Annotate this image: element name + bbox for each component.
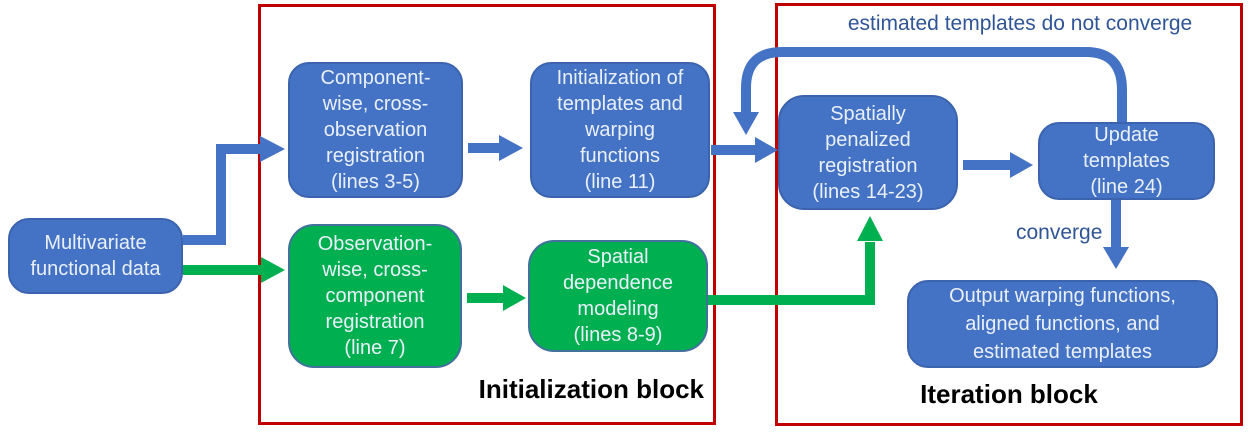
arrowhead-spatial-dependence-to-spatially-penalized bbox=[857, 216, 883, 241]
node-label: Spatially penalized registration (lines … bbox=[812, 102, 924, 203]
arrow-spatial-dependence-to-spatially-penalized bbox=[708, 242, 875, 305]
arrowhead-feedback-loop bbox=[733, 112, 759, 135]
arrowhead-init-templates-to-spatially-penalized bbox=[755, 137, 778, 163]
iteration-block-frame bbox=[775, 3, 1243, 426]
arrow-feedback-loop bbox=[741, 47, 1127, 122]
arrowhead-converge-down bbox=[1103, 247, 1129, 269]
node-label: Observation- wise, cross- component regi… bbox=[317, 233, 433, 359]
arrowhead-multivariate-to-componentwise bbox=[260, 136, 285, 162]
arrowhead-spatially-penalized-to-update bbox=[1010, 152, 1033, 178]
node-label: Spatial dependence modeling (lines 8-9) bbox=[562, 246, 674, 346]
node-spatial-dependence-modeling: Spatial dependence modeling (lines 8-9) bbox=[528, 240, 708, 352]
node-observationwise-registration: Observation- wise, cross- component regi… bbox=[288, 224, 462, 368]
initialization-block-frame bbox=[258, 4, 716, 425]
node-label: Initialization of templates and warping … bbox=[556, 67, 684, 193]
node-multivariate-functional-data: Multivariate functional data bbox=[8, 218, 183, 294]
node-initialization-of-templates: Initialization of templates and warping … bbox=[530, 62, 710, 198]
node-label: Output warping functions, aligned functi… bbox=[949, 285, 1176, 363]
node-label: Multivariate functional data bbox=[30, 232, 161, 280]
arrow-multivariate-to-componentwise bbox=[183, 144, 261, 245]
initialization-block-title: Initialization block bbox=[478, 374, 704, 404]
node-label: Component- wise, cross- observation regi… bbox=[320, 67, 431, 193]
node-componentwise-registration: Component- wise, cross- observation regi… bbox=[288, 62, 463, 198]
label-not-converge: estimated templates do not converge bbox=[847, 12, 1193, 35]
node-spatially-penalized-registration: Spatially penalized registration (lines … bbox=[778, 95, 958, 210]
node-output: Output warping functions, aligned functi… bbox=[907, 280, 1218, 368]
iteration-block-title: Iteration block bbox=[920, 379, 1098, 409]
arrowhead-observationwise-to-spatial-dependence bbox=[503, 285, 526, 311]
arrowhead-multivariate-to-observationwise bbox=[261, 257, 285, 283]
arrowhead-componentwise-to-init-templates bbox=[499, 135, 523, 161]
node-update-templates: Update templates (line 24) bbox=[1038, 122, 1215, 200]
node-label: Update templates (line 24) bbox=[1083, 124, 1170, 198]
label-converge: converge bbox=[1016, 221, 1103, 244]
